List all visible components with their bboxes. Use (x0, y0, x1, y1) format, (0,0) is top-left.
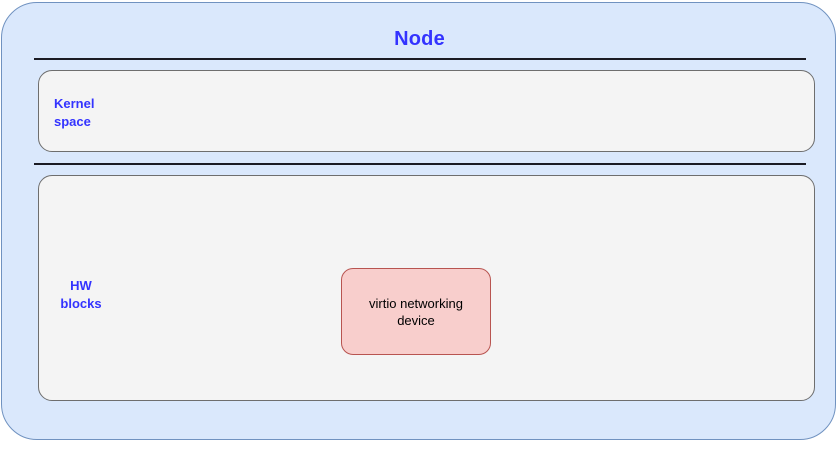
divider-under-title (34, 58, 806, 60)
kernel-space-panel (38, 70, 815, 152)
node-container: Node Kernel space HW blocks virtio netwo… (1, 2, 836, 440)
divider-between-panels (34, 163, 806, 165)
node-title: Node (394, 28, 445, 50)
hw-blocks-label: HW blocks (60, 278, 102, 311)
kernel-space-label: Kernel space (54, 96, 95, 129)
virtio-networking-device-box[interactable]: virtio networking device (341, 268, 491, 355)
virtio-networking-device-label: virtio networking device (369, 295, 463, 328)
